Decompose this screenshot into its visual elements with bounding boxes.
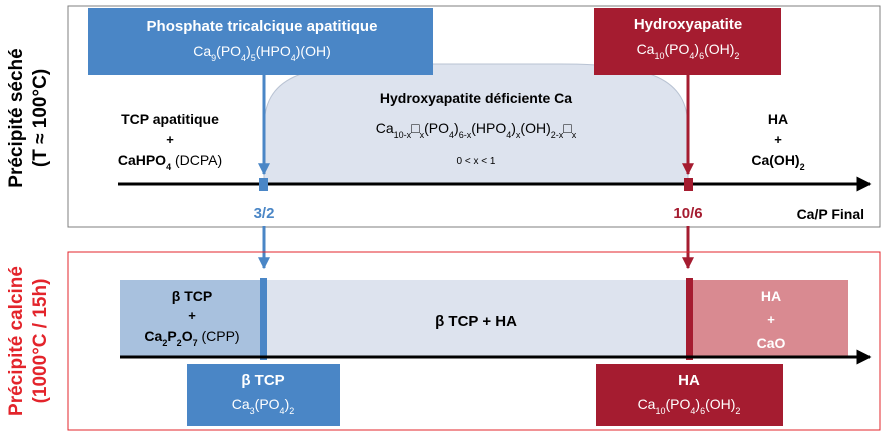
hydroxyapatite-box: [594, 8, 781, 75]
hydroxyapatite-formula: Ca10(PO4)6(OH)2: [637, 41, 740, 61]
bottom-right-line1: HA: [761, 288, 781, 304]
top-right-line3: Ca(OH)2: [751, 152, 804, 172]
tick-3-2-marker: [259, 178, 268, 191]
top-side-label: Précipité séché (T ≈ 100°C): [6, 48, 51, 187]
bottom-side-label-line1: Précipité calciné: [6, 266, 27, 416]
tick-10-6-marker: [684, 178, 693, 191]
region-ha-cao: [693, 280, 848, 357]
ha-box-formula: Ca10(PO4)6(OH)2: [638, 396, 741, 416]
divider-3-2: [260, 278, 267, 360]
beta-tcp-formula: Ca3(PO4)2: [232, 396, 295, 416]
bottom-left-line1: β TCP: [172, 288, 212, 304]
hydroxyapatite-title: Hydroxyapatite: [634, 16, 742, 33]
bottom-right-line3: CaO: [757, 335, 786, 351]
region-btcp-ha: [264, 280, 688, 357]
top-left-line3: CaHPO4 (DCPA): [118, 152, 222, 172]
top-left-plus: +: [166, 132, 174, 147]
deficient-ha-region: [263, 63, 689, 184]
bottom-left-plus: +: [188, 308, 196, 323]
top-right-line1: HA: [768, 111, 788, 127]
top-left-phases: TCP apatitique + CaHPO4 (DCPA): [118, 111, 222, 172]
ha-box: [596, 364, 783, 426]
bottom-side-label: Précipité calciné (1000°C / 15h): [6, 266, 51, 416]
divider-10-6: [686, 278, 693, 360]
apatitic-tcp-title: Phosphate tricalcique apatitique: [147, 18, 378, 35]
top-panel-frame: [67, 5, 881, 228]
beta-tcp-box: [187, 364, 340, 426]
bottom-left-phases: β TCP + Ca2P2O7 (CPP): [144, 288, 239, 348]
ha-box-title: HA: [678, 372, 700, 389]
dome-title: Hydroxyapatite déficiente Ca: [380, 90, 572, 106]
top-right-phases: HA + Ca(OH)2: [751, 111, 804, 172]
bottom-side-label-line2: (1000°C / 15h): [30, 279, 51, 404]
mid-region-label: β TCP + HA: [435, 313, 517, 330]
top-left-line1: TCP apatitique: [121, 111, 219, 127]
region-btcp-cpp: [120, 280, 264, 357]
bottom-left-line3: Ca2P2O7 (CPP): [144, 328, 239, 348]
dome-range: 0 < x < 1: [457, 156, 496, 167]
dome-formula: Ca10-x□x(PO4)6-x(HPO4)x(OH)2-x□x: [376, 120, 577, 140]
top-side-label-line2: (T ≈ 100°C): [30, 69, 51, 167]
apatitic-tcp-formula: Ca9(PO4)5(HPO4)(OH): [193, 43, 331, 63]
axis-label-ca-p: Ca/P Final: [797, 206, 864, 222]
apatitic-tcp-box: [88, 8, 433, 75]
top-right-plus: +: [774, 132, 782, 147]
bottom-panel-frame: [67, 251, 881, 431]
tick-3-2-label: 3/2: [254, 205, 275, 222]
bottom-right-phases: HA + CaO: [757, 288, 786, 351]
bottom-right-plus: +: [767, 312, 775, 327]
top-side-label-line1: Précipité séché: [6, 48, 27, 187]
beta-tcp-title: β TCP: [241, 372, 284, 389]
tick-10-6-label: 10/6: [673, 205, 702, 222]
